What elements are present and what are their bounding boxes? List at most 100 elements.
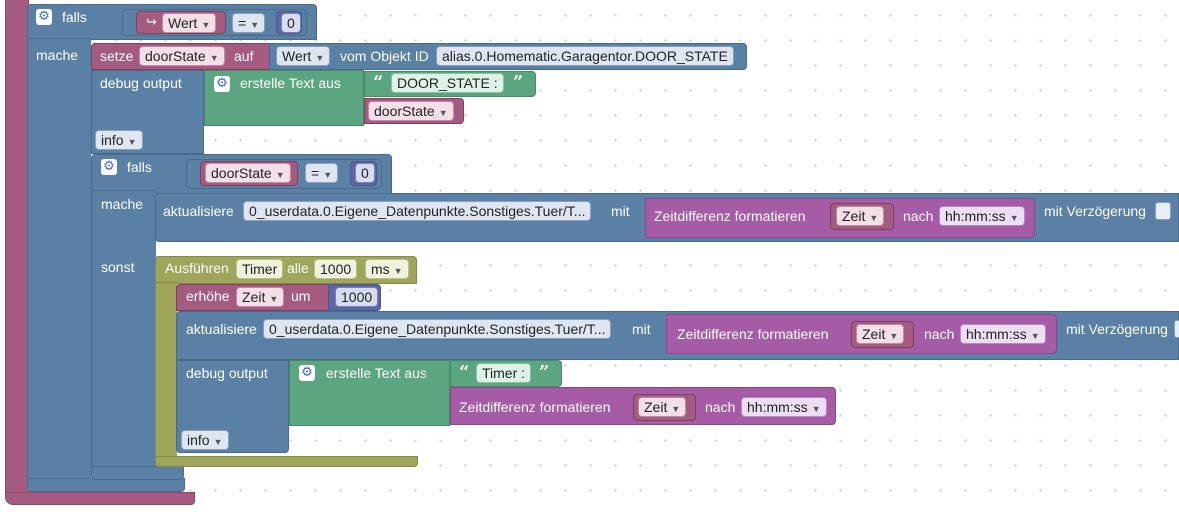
debug2-format-dropdown[interactable]: hh:mm:ss▼ xyxy=(741,397,827,417)
chevron-down-icon: ▼ xyxy=(250,20,260,30)
update1-oid-field[interactable]: 0_userdata.0.Eigene_Datenpunkte.Sonstige… xyxy=(243,201,592,221)
timer-name-field[interactable]: Timer xyxy=(236,259,284,279)
inner-var-name: doorState xyxy=(211,165,272,181)
outer-if-falls-label: falls xyxy=(62,9,87,25)
debug1-string-field[interactable]: DOOR_STATE : xyxy=(391,73,504,93)
update2-label: aktualisiere xyxy=(186,321,257,337)
debug2-label: debug output xyxy=(186,365,268,381)
chevron-down-icon: ▼ xyxy=(213,437,223,447)
open-quote-icon: “ xyxy=(373,72,384,93)
update1-format: hh:mm:ss xyxy=(945,208,1006,224)
chevron-down-icon: ▼ xyxy=(315,53,325,63)
outer-num-field[interactable]: 0 xyxy=(281,13,301,33)
outer-op-dropdown[interactable]: =▼ xyxy=(232,13,266,33)
debug2-string-field[interactable]: Timer : xyxy=(476,363,532,383)
update2-delay-checkbox[interactable] xyxy=(1174,320,1179,338)
setze-label: setze xyxy=(100,48,134,64)
open-quote-icon: “ xyxy=(459,362,470,383)
timer-alle-label: alle xyxy=(287,260,309,276)
debug1-var-name: doorState xyxy=(374,103,435,119)
get-value-oid-field[interactable]: alias.0.Homematic.Garagentor.DOOR_STATE xyxy=(436,46,734,66)
debug2-level-dropdown[interactable]: info▼ xyxy=(181,430,229,450)
update2-format-dropdown[interactable]: hh:mm:ss▼ xyxy=(960,324,1046,344)
increment-num-field[interactable]: 1000 xyxy=(335,287,379,307)
debug2-nach-label: nach xyxy=(705,399,736,415)
get-value-vom-label: vom Objekt ID xyxy=(340,48,429,64)
inner-op-value: = xyxy=(311,165,320,181)
debug2-var-name: Zeit xyxy=(644,399,668,415)
chevron-down-icon: ▼ xyxy=(811,404,821,414)
chevron-down-icon: ▼ xyxy=(889,331,899,341)
outer-if-bottom xyxy=(27,478,185,492)
outer-var-name: Wert xyxy=(168,15,198,31)
debug1-level-dropdown[interactable]: info▼ xyxy=(95,130,143,150)
update1-nach-label: nach xyxy=(903,208,934,224)
outer-var-dropdown[interactable]: Wert▼ xyxy=(162,13,217,33)
update1-format-dropdown[interactable]: hh:mm:ss▼ xyxy=(939,206,1025,226)
update1-delay-label: mit Verzögerung xyxy=(1044,203,1146,219)
chevron-down-icon: ▼ xyxy=(671,404,681,414)
update2-delay-label: mit Verzögerung xyxy=(1066,321,1168,337)
outer-if-gear-icon[interactable]: ⚙ xyxy=(36,9,52,25)
timer-side xyxy=(155,282,177,460)
timer-unit-dropdown[interactable]: ms▼ xyxy=(365,259,409,279)
outer-var-arrow-icon: ↪ xyxy=(146,14,157,29)
inner-if-side xyxy=(91,190,156,474)
update2-var-dropdown[interactable]: Zeit▼ xyxy=(856,324,905,344)
inner-op-dropdown[interactable]: =▼ xyxy=(305,163,339,183)
timer-unit: ms xyxy=(371,261,390,277)
chevron-down-icon: ▼ xyxy=(275,170,285,180)
update2-oid-field[interactable]: 0_userdata.0.Eigene_Datenpunkte.Sonstige… xyxy=(263,319,612,339)
increment-um-label: um xyxy=(291,288,311,304)
inner-var-dropdown[interactable]: doorState▼ xyxy=(205,163,291,183)
increment-var-dropdown[interactable]: Zeit▼ xyxy=(236,287,285,307)
outer-container-block[interactable] xyxy=(5,0,29,500)
setze-var-dropdown[interactable]: doorState▼ xyxy=(139,46,225,66)
inner-if-mache-label: mache xyxy=(101,196,144,212)
timer-label: Ausführen xyxy=(165,260,229,276)
timer-interval-field[interactable]: 1000 xyxy=(314,259,358,279)
update1-delay-checkbox[interactable] xyxy=(1155,202,1171,220)
debug2-gear-icon[interactable]: ⚙ xyxy=(299,365,315,381)
update2-nach-label: nach xyxy=(924,326,955,342)
outer-if-side xyxy=(27,38,91,483)
inner-if-falls-label: falls xyxy=(127,159,152,175)
chevron-down-icon: ▼ xyxy=(269,294,279,304)
chevron-down-icon: ▼ xyxy=(438,108,448,118)
update1-var-dropdown[interactable]: Zeit▼ xyxy=(836,206,885,226)
update1-label: aktualisiere xyxy=(163,203,234,219)
increment-var-name: Zeit xyxy=(242,289,266,305)
increment-label: erhöhe xyxy=(186,288,230,304)
debug1-create-text-label: erstelle Text aus xyxy=(240,75,341,91)
chevron-down-icon: ▼ xyxy=(1009,213,1019,223)
debug2-var-dropdown[interactable]: Zeit▼ xyxy=(638,397,687,417)
chevron-down-icon: ▼ xyxy=(1030,331,1040,341)
chevron-down-icon: ▼ xyxy=(127,137,137,147)
chevron-down-icon: ▼ xyxy=(323,170,333,180)
chevron-down-icon: ▼ xyxy=(393,266,403,276)
close-quote-icon: ” xyxy=(513,72,524,93)
update1-tdiff-label: Zeitdifferenz formatieren xyxy=(654,208,806,224)
chevron-down-icon: ▼ xyxy=(869,213,879,223)
debug2-create-text-label: erstelle Text aus xyxy=(326,365,427,381)
debug1-level: info xyxy=(101,132,124,148)
setze-var-name: doorState xyxy=(145,48,206,64)
update1-mit-label: mit xyxy=(611,203,630,219)
update2-format: hh:mm:ss xyxy=(966,326,1027,342)
inner-num-field[interactable]: 0 xyxy=(355,163,375,183)
debug1-text-join-tail xyxy=(204,98,364,126)
debug1-var-dropdown[interactable]: doorState▼ xyxy=(368,101,454,121)
inner-if-bottom xyxy=(91,466,184,480)
setze-auf-label: auf xyxy=(234,48,254,64)
debug1-gear-icon[interactable]: ⚙ xyxy=(214,76,230,92)
get-value-prop-dropdown[interactable]: Wert▼ xyxy=(276,46,331,66)
inner-if-gear-icon[interactable]: ⚙ xyxy=(101,159,117,175)
get-value-prop: Wert xyxy=(282,48,312,64)
chevron-down-icon: ▼ xyxy=(209,53,219,63)
debug1-label: debug output xyxy=(100,75,182,91)
debug2-text-join-block[interactable] xyxy=(289,360,450,426)
update2-tdiff-label: Zeitdifferenz formatieren xyxy=(677,326,829,342)
update2-mit-label: mit xyxy=(632,321,651,337)
chevron-down-icon: ▼ xyxy=(201,20,211,30)
outer-container-bottom xyxy=(5,492,195,505)
